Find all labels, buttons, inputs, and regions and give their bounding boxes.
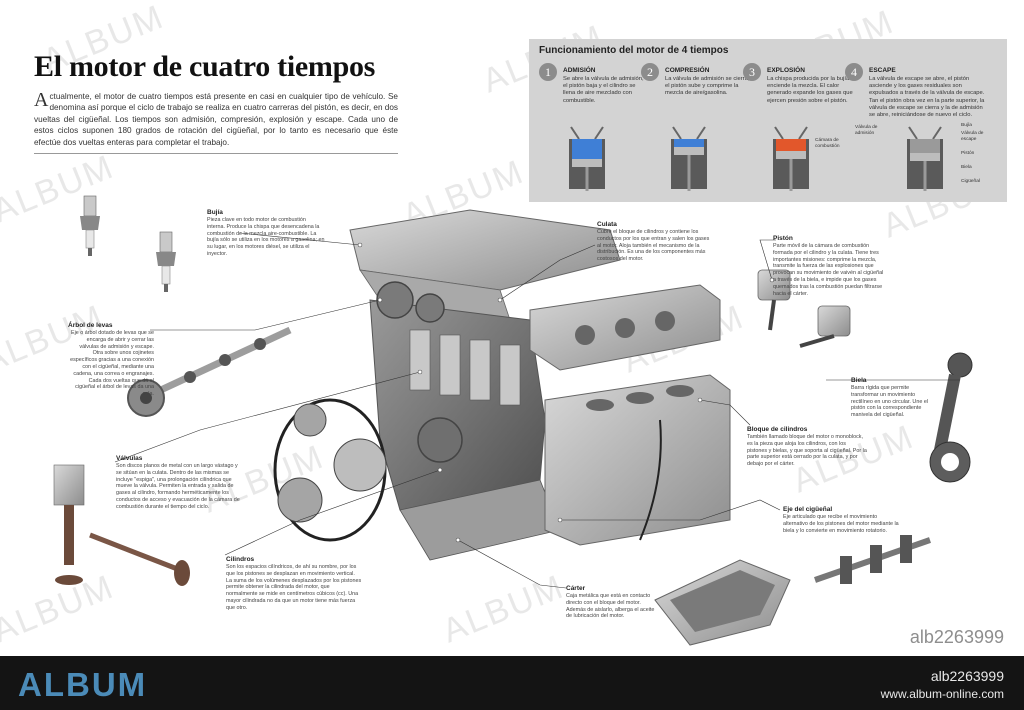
piston-icon <box>757 269 851 348</box>
footer-bar: ALBUM alb2263999 www.album-online.com <box>0 656 1024 710</box>
stroke-description: La válvula de admisión se cierra, el pis… <box>665 76 750 97</box>
cylinder-compression-diagram <box>671 126 707 191</box>
infographic-page: ALBUM ALBUM ALBUM ALBUM ALBUM ALBUM ALBU… <box>0 0 1010 651</box>
label-biela-mini: Biela <box>961 165 972 170</box>
label-bloque-cilindros: Bloque de cilindros También llamado bloq… <box>747 426 867 468</box>
label-description: Parte móvil de la cámara de combustión f… <box>773 243 884 297</box>
camshaft-icon <box>127 326 292 417</box>
stroke-explosion: 3 EXPLOSIÓN La chispa producida por la b… <box>743 63 853 198</box>
combustion-flame <box>776 139 806 151</box>
footer-url-link[interactable]: www.album-online.com <box>880 687 1004 701</box>
cylinder-block <box>544 374 731 546</box>
label-eje-ciguenal: Eje del cigüeñal Eje articulado que reci… <box>783 506 903 534</box>
stroke-name: ADMISIÓN <box>563 67 596 74</box>
label-dots <box>357 242 775 543</box>
cylinder-exhaust-diagram <box>907 126 943 191</box>
label-title: Biela <box>851 377 867 384</box>
spark-plug-icon <box>80 195 100 256</box>
label-piston: Pistón Parte móvil de la cámara de combu… <box>773 235 887 297</box>
engine-block <box>349 209 621 561</box>
intro-divider <box>34 153 398 154</box>
label-title: Eje del cigüeñal <box>783 506 833 513</box>
label-title: Bloque de cilindros <box>747 426 808 433</box>
compressed-charge <box>674 139 704 147</box>
stroke-number: 1 <box>539 63 557 81</box>
label-culata: Culata Cubre el bloque de cilindros y co… <box>597 221 715 263</box>
stroke-description: Se abre la válvula de admisión, el pistó… <box>563 76 644 104</box>
image-reference: alb2263999 <box>909 627 1004 647</box>
label-bujia: Bujía Pieza clave en todo motor de combu… <box>207 209 325 258</box>
label-piston-mini: Pistón <box>961 151 975 156</box>
intro-body: ctualmente, el motor de cuatro tiempos e… <box>34 92 398 147</box>
panel-title: Funcionamiento del motor de 4 tiempos <box>539 45 729 56</box>
label-camara-combustion: Cámara de combustión <box>815 138 840 149</box>
cylinder-head <box>529 284 721 371</box>
label-description: Caja metálica que está en contacto direc… <box>566 593 655 620</box>
stroke-name: COMPRESIÓN <box>665 67 710 74</box>
stroke-description: La chispa producida por la bujía enciend… <box>767 76 853 104</box>
footer-image-id: alb2263999 <box>930 668 1004 684</box>
label-description: Cubre el bloque de cilindros y contiene … <box>597 229 710 263</box>
cylinder-explosion-diagram <box>773 126 809 191</box>
stroke-number: 3 <box>743 63 761 81</box>
label-cilindros: Cilindros Son los espacios cilíndricos, … <box>226 556 362 612</box>
label-biela: Biela Barra rígida que permite transform… <box>851 377 935 419</box>
label-title: Válvulas <box>116 455 143 462</box>
label-carter: Cárter Caja metálica que está en contact… <box>566 585 658 620</box>
stroke-number: 4 <box>845 63 863 81</box>
stroke-escape: 4 ESCAPE La válvula de escape se abre, e… <box>845 63 984 198</box>
stroke-number: 2 <box>641 63 659 81</box>
label-description: Son discos planos de metal con un largo … <box>116 463 240 510</box>
label-description: Pieza clave en todo motor de combustión … <box>207 217 325 257</box>
four-stroke-panel: Funcionamiento del motor de 4 tiempos 1 … <box>529 39 1007 202</box>
label-arbol-levas: Árbol de levas Eje o árbol dotado de lev… <box>68 322 154 398</box>
crankshaft-icon <box>814 535 931 584</box>
label-title: Cárter <box>566 585 586 592</box>
label-ciguenal-mini: Cigüeñal <box>961 179 980 184</box>
engine-illustration <box>53 195 973 646</box>
cylinder-intake-diagram <box>569 126 605 191</box>
connecting-rod-icon <box>929 352 973 483</box>
oil-pan-icon <box>654 559 791 646</box>
intake-charge <box>572 139 602 159</box>
page-title: El motor de cuatro tiempos <box>34 50 376 83</box>
leader-lines <box>114 232 960 589</box>
timing-belt <box>273 398 387 542</box>
label-title: Cilindros <box>226 556 255 563</box>
label-description: Eje articulado que recibe el movimiento … <box>783 514 899 534</box>
stroke-compresion: 2 COMPRESIÓN La válvula de admisión se c… <box>641 63 751 198</box>
label-valvula-escape: Válvula de escape <box>961 131 984 142</box>
stroke-description: La válvula de escape se abre, el pistón … <box>869 76 985 119</box>
stroke-name: ESCAPE <box>869 67 896 74</box>
label-description: Barra rígida que permite transformar un … <box>851 385 929 419</box>
album-logo[interactable]: ALBUM <box>18 666 148 703</box>
exhaust-gas <box>910 139 940 153</box>
label-valvula-admision: Válvula de admisión <box>855 125 878 136</box>
label-description: También llamado bloque del motor o monob… <box>747 434 867 468</box>
label-description: Eje o árbol dotado de levas que se encar… <box>70 330 154 398</box>
label-title: Culata <box>597 221 617 228</box>
label-valvulas: Válvulas Son discos planos de metal con … <box>116 455 244 511</box>
valve-icon <box>53 464 190 586</box>
spark-plug-icon <box>156 231 176 292</box>
label-description: Son los espacios cilíndricos, de ahí su … <box>226 564 362 611</box>
stroke-name: EXPLOSIÓN <box>767 67 805 74</box>
stroke-admision: 1 ADMISIÓN Se abre la válvula de admisió… <box>539 63 649 198</box>
drop-cap: A <box>34 89 49 111</box>
label-title: Árbol de levas <box>68 322 113 329</box>
label-bujia-mini: Bujía <box>961 123 972 128</box>
label-title: Bujía <box>207 209 223 216</box>
label-title: Pistón <box>773 235 793 242</box>
